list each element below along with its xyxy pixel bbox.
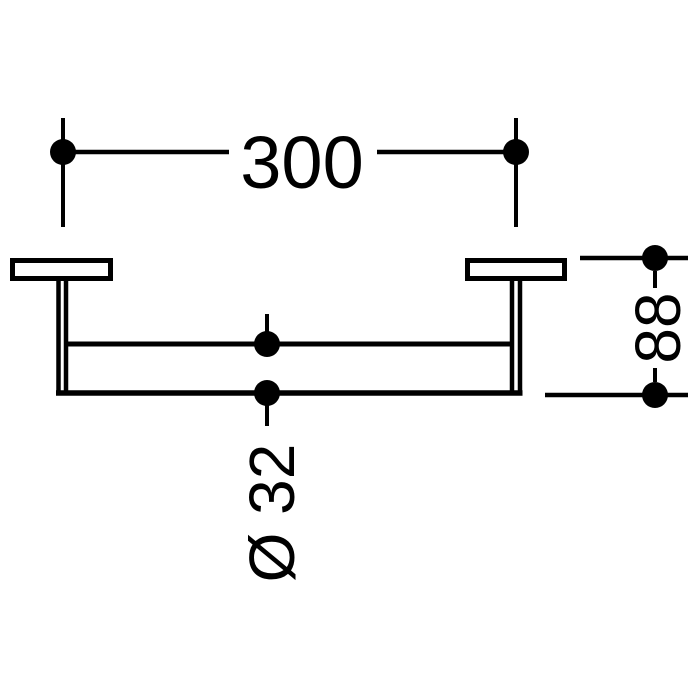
height-dimension-label: 88 bbox=[622, 292, 694, 363]
product-outline bbox=[10, 258, 567, 396]
diameter-dimension-marker-bottom bbox=[254, 380, 280, 406]
left-wall-plate bbox=[10, 258, 113, 281]
width-dimension: 300 bbox=[50, 118, 529, 227]
width-dimension-label: 300 bbox=[240, 121, 363, 204]
diameter-dimension-label: Ø 32 bbox=[236, 444, 308, 583]
height-dimension: 88 bbox=[545, 245, 694, 408]
diameter-dimension: Ø 32 bbox=[236, 314, 308, 582]
width-dimension-marker-left bbox=[50, 139, 76, 165]
right-wall-plate bbox=[465, 258, 567, 281]
diameter-dimension-marker-top bbox=[254, 331, 280, 357]
width-dimension-marker-right bbox=[503, 139, 529, 165]
height-dimension-marker-bottom bbox=[642, 382, 668, 408]
height-dimension-marker-top bbox=[642, 245, 668, 271]
drawing-root: 300 88 Ø 32 bbox=[10, 118, 694, 582]
